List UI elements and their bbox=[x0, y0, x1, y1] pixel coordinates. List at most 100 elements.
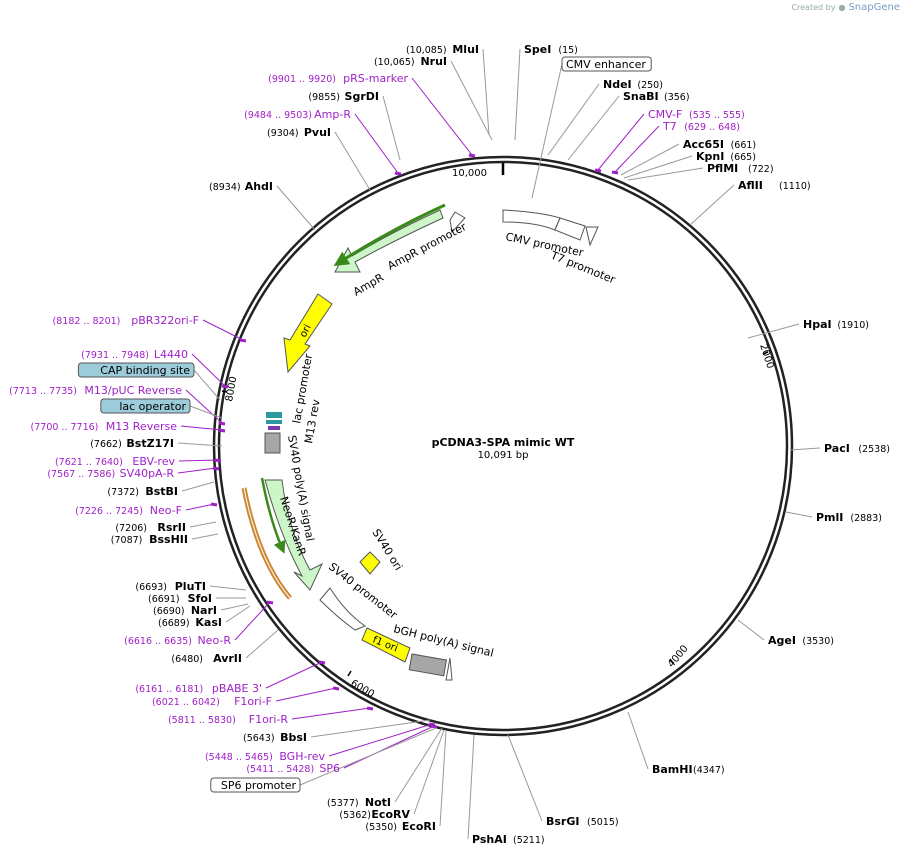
site-aflii[interactable]: (1110)AflII bbox=[738, 179, 811, 192]
credit: Created by ● SnapGene bbox=[791, 2, 900, 13]
primer-mark-prs-marker bbox=[468, 153, 476, 158]
site-bbsi[interactable]: (5643)BbsI bbox=[243, 731, 307, 744]
f1-ori-arrow[interactable] bbox=[361, 627, 411, 663]
site-ecori[interactable]: (5350)EcoRI bbox=[365, 820, 436, 833]
leader-hpai bbox=[747, 323, 800, 339]
site-sfoi[interactable]: (6691)SfoI bbox=[148, 592, 212, 605]
site-pvui[interactable]: (9304)PvuI bbox=[267, 126, 331, 139]
site-neo-f[interactable]: (7226 .. 7245)Neo-F bbox=[75, 504, 182, 517]
site-bamhi[interactable]: (4347)BamHI bbox=[652, 763, 725, 776]
leader-neo-f bbox=[185, 503, 215, 511]
leader-bstz17i bbox=[177, 442, 223, 447]
ori-arrow[interactable] bbox=[283, 293, 333, 374]
site-name: KasI bbox=[195, 616, 222, 629]
site-f1ori-r[interactable]: (5811 .. 5830)F1ori-R bbox=[168, 713, 288, 726]
site-position: (7931 .. 7948) bbox=[81, 350, 149, 361]
site-bgh-rev[interactable]: (5448 .. 5465)BGH-rev bbox=[205, 750, 326, 763]
primer-mark-neo-r bbox=[266, 600, 274, 605]
site-name: pRS-marker bbox=[343, 72, 408, 85]
site-pluti[interactable]: (6693)PluTI bbox=[135, 580, 206, 593]
site-l4440[interactable]: (7931 .. 7948) L4440 bbox=[81, 348, 188, 361]
site-name: HpaI bbox=[803, 318, 832, 331]
site-paci[interactable]: (2538) PacI bbox=[824, 442, 890, 455]
site-box bbox=[100, 398, 191, 414]
site-agei[interactable]: (3530)AgeI bbox=[768, 634, 834, 647]
site-cmv-enhancer[interactable]: CMV enhancer bbox=[561, 56, 652, 72]
site-mlui[interactable]: (10,085)MluI bbox=[406, 43, 479, 56]
site-acc65i[interactable]: (661)Acc65I bbox=[683, 138, 756, 151]
site-position: (722) bbox=[748, 164, 774, 175]
cmv-promoter-arrow[interactable] bbox=[502, 209, 561, 231]
site-position: (2883) bbox=[850, 513, 882, 524]
primer-mark-pbabe3 bbox=[318, 660, 326, 665]
site-m13-reverse[interactable]: (7700 .. 7716)M13 Reverse bbox=[31, 420, 178, 433]
site-neo-r[interactable]: (6616 .. 6635)Neo-R bbox=[124, 634, 231, 647]
site-pbabe3[interactable]: (6161 .. 6181)pBABE 3' bbox=[135, 682, 262, 695]
sv40-ori-marker[interactable] bbox=[359, 551, 381, 575]
site-f1ori-f[interactable]: (6021 .. 6042)F1ori-F bbox=[152, 695, 272, 708]
site-sv40pa-r[interactable]: (7567 .. 7586)SV40pA-R bbox=[47, 467, 174, 480]
site-rsrii[interactable]: (7206)RsrII bbox=[115, 521, 186, 534]
site-sp6[interactable]: (5411 .. 5428)SP6 bbox=[246, 762, 340, 775]
leader-sp6 bbox=[343, 725, 435, 769]
site-pmli[interactable]: (2883)PmlI bbox=[816, 511, 882, 524]
site-m13-puc-rev[interactable]: (7713 .. 7735)M13/pUC Reverse bbox=[9, 384, 182, 397]
site-ebv-rev[interactable]: (7621 .. 7640)EBV-rev bbox=[55, 455, 176, 468]
site-snabi[interactable]: (356)SnaBI bbox=[623, 90, 690, 103]
neor-orf bbox=[260, 477, 286, 554]
ampr-promoter-arrow[interactable] bbox=[449, 211, 466, 234]
sv40-promoter-arrow[interactable] bbox=[319, 587, 367, 631]
leader-sp6-promoter bbox=[299, 727, 437, 786]
site-name: L4440 bbox=[154, 348, 188, 361]
neor-arrow[interactable] bbox=[264, 479, 324, 591]
site-name: CMV-F bbox=[648, 108, 682, 121]
site-ecorv[interactable]: (5362)EcoRV bbox=[339, 808, 410, 821]
site-spei[interactable]: (15)SpeI bbox=[524, 43, 578, 56]
site-position: (2538) bbox=[858, 444, 890, 455]
site-box bbox=[210, 777, 301, 793]
site-pflmi[interactable]: (722)PflMI bbox=[707, 162, 774, 175]
site-position: (10,065) bbox=[374, 57, 415, 68]
site-position: (5811 .. 5830) bbox=[168, 715, 236, 726]
site-cmv-f[interactable]: (535 .. 555)CMV-F bbox=[648, 108, 745, 121]
site-ahdi[interactable]: (8934)AhdI bbox=[209, 180, 273, 193]
site-nari[interactable]: (6690)NarI bbox=[153, 604, 217, 617]
site-name: NarI bbox=[191, 604, 217, 617]
site-bsrgi[interactable]: (5015)BsrGI bbox=[546, 815, 619, 828]
leader-pvui bbox=[334, 131, 371, 191]
site-hpai[interactable]: (1910)HpaI bbox=[803, 318, 869, 331]
site-bsshii[interactable]: (7087)BssHII bbox=[111, 533, 188, 546]
snapgene-logo-icon: ● bbox=[838, 3, 846, 12]
site-avrii[interactable]: (6480)AvrII bbox=[171, 652, 242, 665]
leader-t7 bbox=[614, 125, 660, 173]
site-name: PacI bbox=[824, 442, 850, 455]
site-name: BstBI bbox=[145, 485, 178, 498]
site-prs-marker[interactable]: (9901 .. 9920)pRS-marker bbox=[268, 72, 408, 85]
site-sp6-promoter[interactable]: SP6 promoter bbox=[210, 777, 301, 793]
site-t7[interactable]: (629 .. 648)T7 bbox=[662, 120, 740, 133]
site-noti[interactable]: (5377)NotI bbox=[327, 796, 391, 809]
bgh-polya-box[interactable] bbox=[408, 653, 448, 677]
site-cap-site[interactable]: CAP binding site bbox=[77, 362, 195, 378]
site-pshai[interactable]: (5211)PshAI bbox=[472, 833, 545, 846]
primer-mark-m13-puc-rev bbox=[218, 421, 226, 426]
primer-mark-f1ori-f bbox=[332, 686, 340, 691]
site-amp-r-primer[interactable]: (9484 .. 9503)Amp-R bbox=[244, 108, 351, 121]
site-name: BGH-rev bbox=[279, 750, 325, 763]
site-kasi[interactable]: (6689)KasI bbox=[158, 616, 222, 629]
leader-ebv-rev bbox=[178, 459, 219, 462]
site-position: (5377) bbox=[327, 798, 359, 809]
t7-arrow[interactable] bbox=[554, 217, 586, 241]
site-nrui[interactable]: (10,065)NruI bbox=[374, 55, 447, 68]
sv40-polya-box[interactable] bbox=[264, 432, 281, 454]
site-bstz17i[interactable]: (7662)BstZ17I bbox=[90, 437, 174, 450]
site-ndei[interactable]: (250)NdeI bbox=[603, 78, 663, 91]
site-sgrdi[interactable]: (9855)SgrDI bbox=[308, 90, 379, 103]
leader-avrii bbox=[245, 629, 279, 659]
site-bstbi[interactable]: (7372)BstBI bbox=[107, 485, 178, 498]
site-pbr322ori-f[interactable]: (8182 .. 8201)pBR322ori-F bbox=[53, 314, 199, 327]
site-kpni[interactable]: (665)KpnI bbox=[696, 150, 756, 163]
site-lac-operator[interactable]: lac operator bbox=[100, 398, 191, 414]
